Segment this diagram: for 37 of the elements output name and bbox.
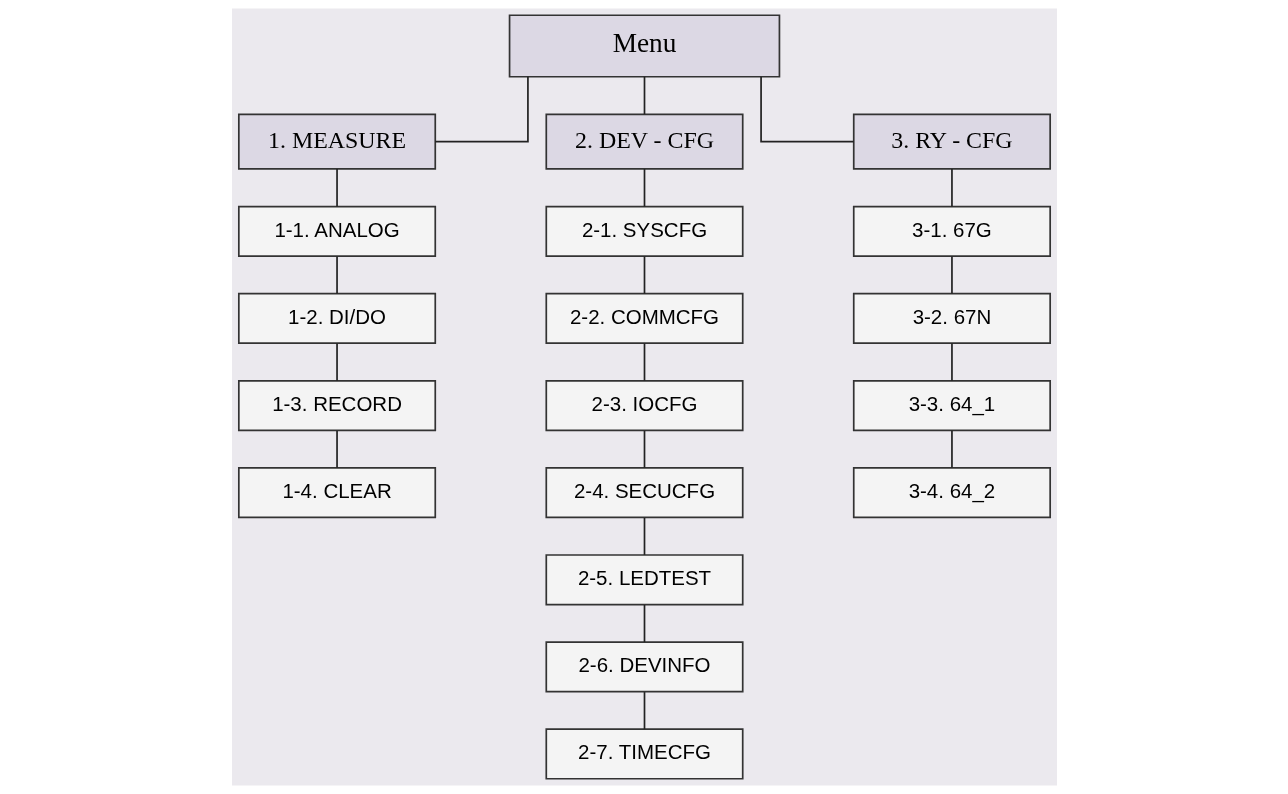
node-box: 2-5. LEDTEST — [544, 554, 744, 606]
node-box: 2-7. TIMECFG — [544, 728, 744, 780]
node-box: 1-1. ANALOG — [237, 205, 436, 257]
connector — [643, 255, 645, 295]
node-box: 3-3. 64_1 — [852, 379, 1051, 432]
connector — [643, 168, 645, 208]
node-box: Menu — [508, 14, 780, 78]
connector — [643, 75, 645, 115]
connector — [643, 517, 645, 556]
node-box: 1-3. RECORD — [237, 379, 436, 432]
connector — [335, 342, 338, 382]
connector — [950, 429, 953, 469]
connector — [643, 691, 645, 730]
connector — [335, 255, 338, 295]
connector — [950, 342, 953, 382]
node-box: 2-6. DEVINFO — [544, 641, 744, 693]
node-box: 2-4. SECUCFG — [544, 467, 744, 519]
node-box: 1-2. DI/DO — [237, 292, 436, 345]
connector — [433, 75, 529, 143]
node-box: 3-2. 67N — [852, 292, 1051, 345]
connector — [950, 255, 953, 295]
connector — [643, 342, 645, 382]
node-box: 2. DEV - CFG — [544, 113, 744, 170]
connector — [335, 429, 338, 469]
node-box: 2-1. SYSCFG — [544, 205, 744, 257]
connector — [950, 168, 953, 208]
connector — [335, 168, 338, 208]
node-box: 1. MEASURE — [237, 113, 436, 170]
connector — [759, 75, 855, 143]
connector — [643, 429, 645, 469]
node-box: 3. RY - CFG — [852, 113, 1051, 170]
node-box: 3-4. 64_2 — [852, 467, 1051, 519]
node-box: 2-3. IOCFG — [544, 379, 744, 432]
node-box: 1-4. CLEAR — [237, 467, 436, 519]
connector — [643, 604, 645, 643]
node-box: 2-2. COMMCFG — [544, 292, 744, 345]
node-box: 3-1. 67G — [852, 205, 1051, 257]
